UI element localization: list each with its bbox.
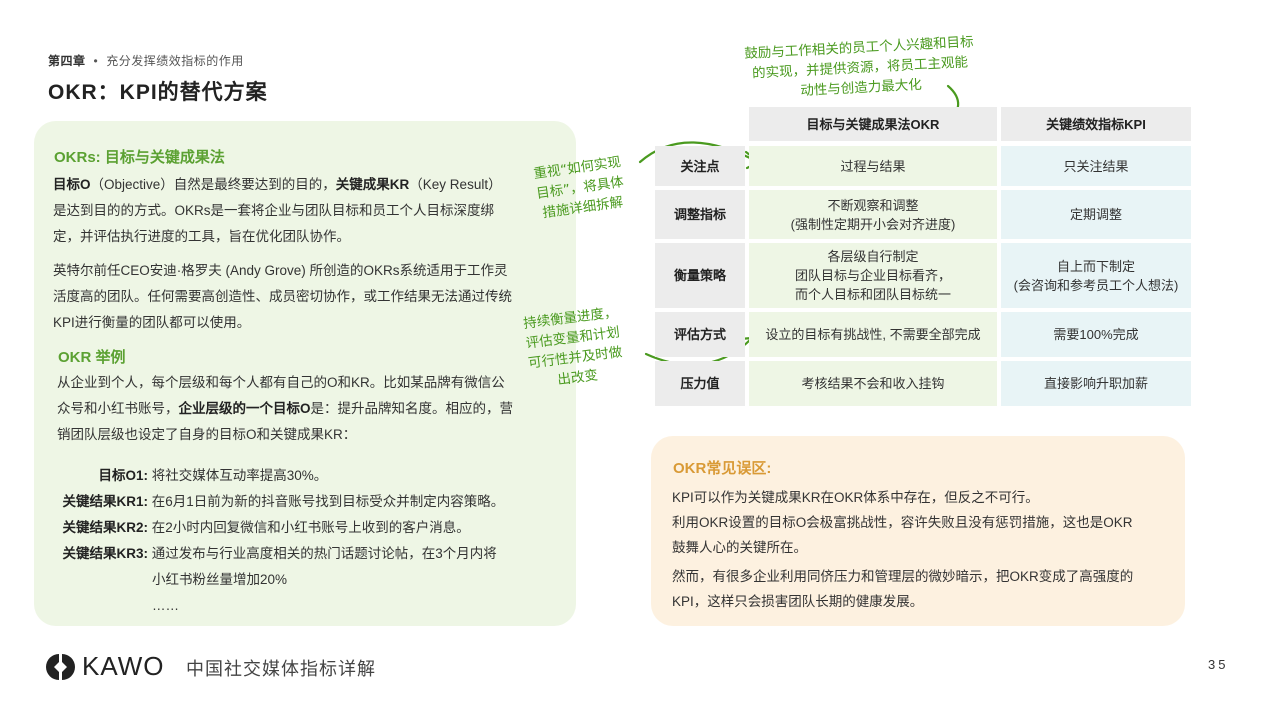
kr-text: 将社交媒体互动率提高30%。 [151,468,328,483]
kpi-cell: 只关注结果 [1001,146,1191,186]
kpi-cell: 需要100%完成 [1001,312,1191,357]
key-result-term: 关键成果KR [335,177,410,192]
cell-line: 自上而下制定 [1056,258,1135,274]
okr-example-heading: OKR 举例 [58,349,126,366]
misconception-paragraph-3: 然而，有很多企业利用同侪压力和管理层的微妙暗示，把OKR变成了高强度的KPI，这… [672,569,1134,609]
kpi-cell: 定期调整 [1001,190,1191,239]
okr-cell: 考核结果不会和收入挂钩 [749,361,997,406]
chapter-subtitle: 充分发挥绩效指标的作用 [106,54,244,68]
cell-line: 各层级自行制定 [827,249,919,264]
row-label: 压力值 [655,361,745,406]
cell-line: 团队目标与企业目标看齐， [794,268,951,283]
row-label: 衡量策略 [655,243,745,308]
table-header-okr: 目标与关键成果法OKR [749,107,997,141]
chapter-dot: • [93,54,99,68]
kpi-cell: 直接影响升职加薪 [1001,361,1191,406]
objective-term: 目标O [53,177,91,192]
table-header-kpi: 关键绩效指标KPI [1001,107,1191,141]
kawo-logo-icon [46,653,75,680]
kr-text: 在6月1日前为新的抖音账号找到目标受众并制定内容策略。 [151,494,505,509]
andy-grove-paragraph: 英特尔前任CEO安迪·格罗夫 (Andy Grove) 所创造的OKRs系统适用… [53,263,512,330]
logo-text: KAWO [82,651,165,681]
key-result-desc: （Key Result）是达到目的的方式。OKRs是一套将企业与团队目标和员工个… [53,177,502,244]
kr-label: 关键结果KR2: [62,520,148,535]
row-label: 关注点 [655,146,745,186]
okr-cell: 设立的目标有挑战性, 不需要全部完成 [749,312,997,357]
misconception-paragraph-2: 利用OKR设置的目标O会极富挑战性，容许失败且没有惩罚措施，这也是OKR鼓舞人心… [672,515,1133,555]
cell-line: 过程与结果 [840,158,906,174]
row-label: 调整指标 [655,190,745,239]
okr-intro-panel [34,121,576,626]
page-number: 35 [1208,657,1229,672]
row-label: 评估方式 [655,312,745,357]
ellipsis: …… [152,598,179,613]
kpi-cell: 自上而下制定 (会咨询和参考员工个人想法) [1001,243,1191,308]
okr-cell: 过程与结果 [749,146,997,186]
example-text-bold: 企业层级的一个目标O [178,401,311,416]
example-text-a: 从企业到个人，每个层级和每个人都有自己的O和KR。比如某品牌有微信公众号和小红书… [57,375,505,416]
okr-example-paragraph: 从企业到个人，每个层级和每个人都有自己的O和KR。比如某品牌有微信公众号和小红书… [57,370,517,448]
cell-line: 不断观察和调整 [827,197,919,213]
kr-label: 关键结果KR1: [62,494,148,509]
cell-line: (强制性定期开小会对齐进度) [790,216,956,232]
kr-item: 目标O1: 将社交媒体互动率提高30%。 [57,463,327,489]
kr-item: 关键结果KR2: 在2小时内回复微信和小红书账号上收到的客户消息。 [57,515,470,541]
example-text-c: 是：提升品牌知名度。相应的，营销团队层级也设定了自身的目标O和关键成果KR： [57,401,514,442]
okr-definition-paragraph: 目标O（Objective）自然是最终要达到的目的，关键成果KR（Key Res… [53,172,513,250]
cell-line: 而个人目标和团队目标统一 [794,287,951,302]
kr-text: 通过发布与行业高度相关的热门话题讨论帖，在3个月内将 [151,546,497,561]
chapter-label: 第四章 • 充分发挥绩效指标的作用 [48,52,244,69]
misconceptions-heading: OKR常见误区: [673,460,772,477]
kr-item: 关键结果KR1: 在6月1日前为新的抖音账号找到目标受众并制定内容策略。 [57,489,504,515]
kr3-continuation: 小红书粉丝量增加20% [152,572,288,587]
footer-subtitle: 中国社交媒体指标详解 [186,659,376,679]
cell-line: 直接影响升职加薪 [1043,376,1148,391]
kr-label: 目标O1: [98,468,148,483]
cell-line: (会咨询和参考员工个人想法) [1013,277,1179,293]
page-title: OKR：KPI的替代方案 [48,81,268,104]
okr-misconceptions-panel [651,436,1185,626]
chapter-number: 第四章 [48,54,86,68]
kr-label: 关键结果KR3: [62,546,148,561]
okr-cell: 各层级自行制定团队目标与企业目标看齐， 而个人目标和团队目标统一 [749,243,997,308]
cell-line: 定期调整 [1069,207,1122,222]
cell-line: 只关注结果 [1063,158,1129,174]
kr-text: 在2小时内回复微信和小红书账号上收到的客户消息。 [151,520,470,535]
objective-desc: （Objective）自然是最终要达到的目的， [90,177,336,192]
okr-heading: OKRs: 目标与关键成果法 [54,149,225,166]
cell-line: 设立的目标有挑战性, 不需要全部完成 [765,327,981,342]
kawo-logo: KAWO [46,651,164,682]
kr-item: 关键结果KR3: 通过发布与行业高度相关的热门话题讨论帖，在3个月内将 [57,541,497,567]
cell-line: 需要100%完成 [1053,327,1139,342]
misconception-paragraph-1: KPI可以作为关键成果KR在OKR体系中存在，但反之不可行。 [672,490,1039,505]
cell-line: 考核结果不会和收入挂钩 [801,376,945,391]
okr-cell: 不断观察和调整 (强制性定期开小会对齐进度) [749,190,997,239]
